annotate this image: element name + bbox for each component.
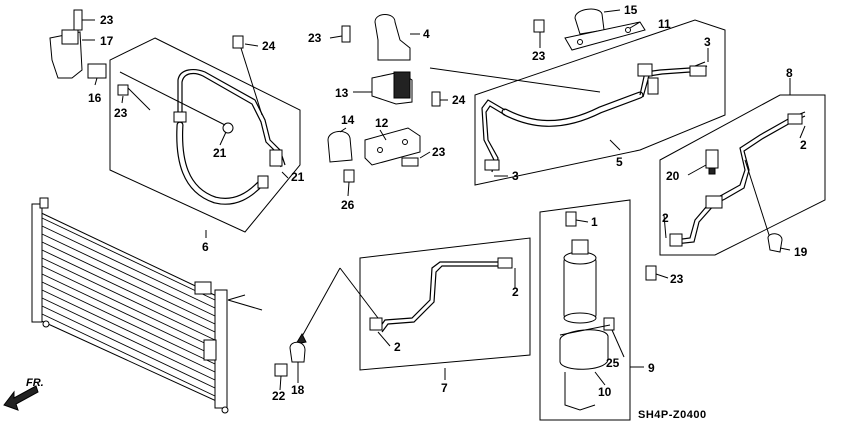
- callout-15: 15: [624, 3, 638, 17]
- callout-8: 8: [786, 66, 793, 80]
- condenser-fin: [41, 305, 216, 389]
- condenser-fin: [41, 249, 216, 333]
- callout-23: 23: [100, 13, 114, 27]
- condenser-fin: [41, 233, 216, 317]
- callout-6: 6: [202, 240, 209, 254]
- callout-2: 2: [662, 211, 669, 225]
- callout-24: 24: [262, 39, 276, 53]
- pipe-group-7: [294, 257, 513, 345]
- condenser-fin: [41, 297, 216, 381]
- condenser-fin: [41, 313, 216, 397]
- callout-26: 26: [341, 198, 355, 212]
- callout-16: 16: [88, 91, 102, 105]
- callout-24: 24: [452, 93, 466, 107]
- callout-19: 19: [794, 245, 808, 259]
- condenser-fin: [41, 265, 216, 349]
- pipe-group-8: [669, 111, 806, 253]
- callout-23: 23: [432, 145, 446, 159]
- callout-23: 23: [114, 106, 128, 120]
- callout-11: 11: [658, 17, 671, 31]
- group-box-5: [474, 19, 726, 186]
- bracket-11-15: [533, 8, 646, 51]
- bracket-12-14: [327, 91, 441, 183]
- bracket-16-17: [49, 9, 151, 111]
- callout-13: 13: [335, 86, 349, 100]
- callout-14: 14: [341, 113, 355, 127]
- front-label: FR.: [26, 377, 44, 389]
- callout-25: 25: [606, 356, 620, 370]
- callout-3: 3: [512, 169, 519, 183]
- callout-23: 23: [670, 272, 684, 286]
- group-box-7: [359, 237, 531, 371]
- bracket-4-13: [341, 14, 413, 105]
- condenser-fin: [41, 273, 216, 357]
- condenser-fin: [41, 241, 216, 325]
- suction-hose: [429, 61, 708, 173]
- callout-12: 12: [375, 116, 389, 130]
- callout-3: 3: [704, 35, 711, 49]
- condenser-fin: [41, 257, 216, 341]
- callout-21: 21: [291, 170, 305, 184]
- callout-2: 2: [800, 138, 807, 152]
- callout-18: 18: [291, 383, 305, 397]
- condenser-fin: [41, 217, 216, 301]
- callout-21: 21: [213, 146, 227, 160]
- group-box-6: [109, 37, 301, 233]
- callout-5: 5: [616, 155, 623, 169]
- leader-lines: [82, 9, 806, 391]
- callout-23: 23: [532, 49, 546, 63]
- condenser: [31, 197, 263, 414]
- callout-17: 17: [100, 34, 114, 48]
- receiver-drier: [559, 211, 615, 411]
- callout-1: 1: [591, 215, 598, 229]
- callout-23: 23: [308, 31, 322, 45]
- callout-20: 20: [666, 169, 680, 183]
- callout-2: 2: [512, 285, 519, 299]
- callouts: 23 17 16 23 24 21 21 6 23 4 13 24 14 12 …: [88, 3, 808, 421]
- callout-4: 4: [423, 27, 430, 41]
- callout-10: 10: [598, 385, 612, 399]
- callout-9: 9: [648, 361, 655, 375]
- diagram-code: SH4P-Z0400: [638, 409, 707, 421]
- condenser-fin: [41, 289, 216, 373]
- group-box-8: [659, 94, 826, 256]
- fittings-18-22: [274, 265, 657, 377]
- callout-22: 22: [272, 389, 286, 403]
- discharge-hose: [119, 35, 286, 205]
- callout-2: 2: [394, 340, 401, 354]
- condenser-fin: [41, 281, 216, 365]
- group-box-9: [539, 199, 631, 421]
- callout-7: 7: [441, 381, 448, 395]
- condenser-fin: [41, 225, 216, 309]
- front-direction-arrow: FR.: [3, 377, 44, 411]
